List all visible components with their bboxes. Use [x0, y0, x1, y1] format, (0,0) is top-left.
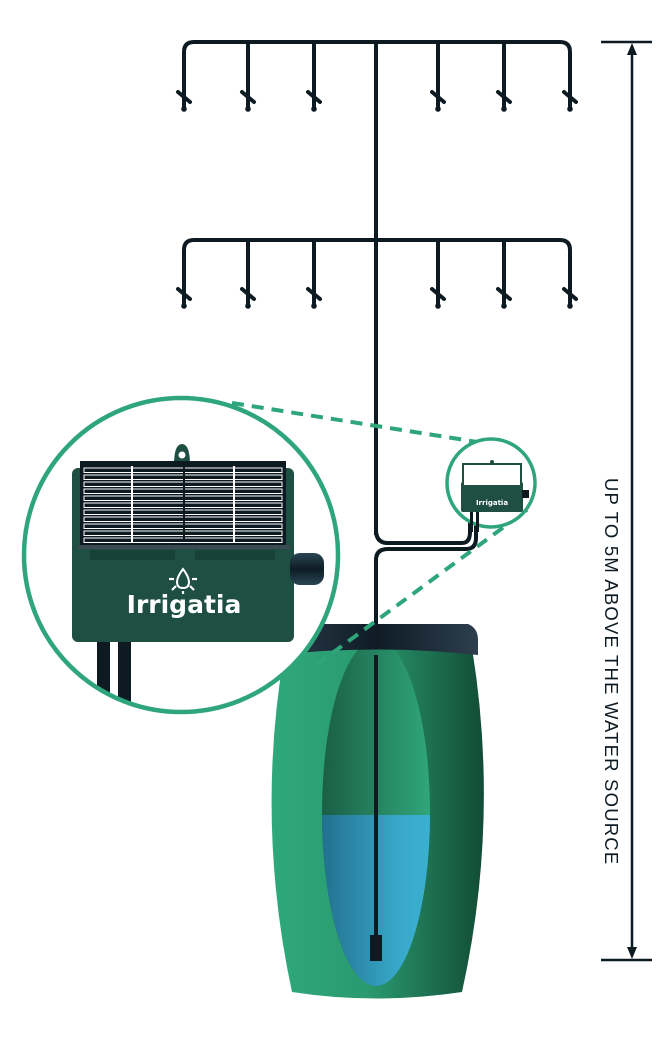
pump-body [72, 548, 294, 642]
outlet-nozzle [290, 553, 324, 585]
water-butt [271, 624, 484, 999]
pump-small-body [461, 482, 523, 512]
solar-panel-icon [462, 463, 522, 487]
dripper-icon [430, 287, 446, 311]
dripper-icon [176, 90, 192, 114]
dripper-icon [176, 287, 192, 311]
dripper-icon [240, 287, 256, 311]
dripper-icon [430, 90, 446, 114]
dripper-icon [306, 90, 322, 114]
filter-icon [370, 935, 382, 961]
supply-pipe [374, 42, 478, 625]
dripper-icon [240, 90, 256, 114]
dripper-icon [562, 287, 578, 311]
arrow-up-icon [627, 43, 637, 55]
callout-lines [231, 401, 529, 667]
solar-panel-icon [78, 461, 290, 549]
dripper-icon [496, 90, 512, 114]
brand-logo-small: Irrigatia [476, 499, 508, 507]
water-drop-sun-icon [169, 567, 197, 594]
dripper-icon [306, 287, 322, 311]
barrel-lid [276, 624, 478, 655]
arrow-down-icon [627, 947, 637, 959]
dripper-icon [562, 90, 578, 114]
pump-location-callout: Irrigatia [445, 437, 537, 532]
pump-detail-callout: Irrigatia [21, 395, 341, 715]
brand-logo: Irrigatia [127, 590, 242, 619]
dripper-icon [496, 287, 512, 311]
height-label: UP TO 5M ABOVE THE WATER SOURCE [601, 478, 622, 866]
height-dimension [601, 40, 652, 962]
